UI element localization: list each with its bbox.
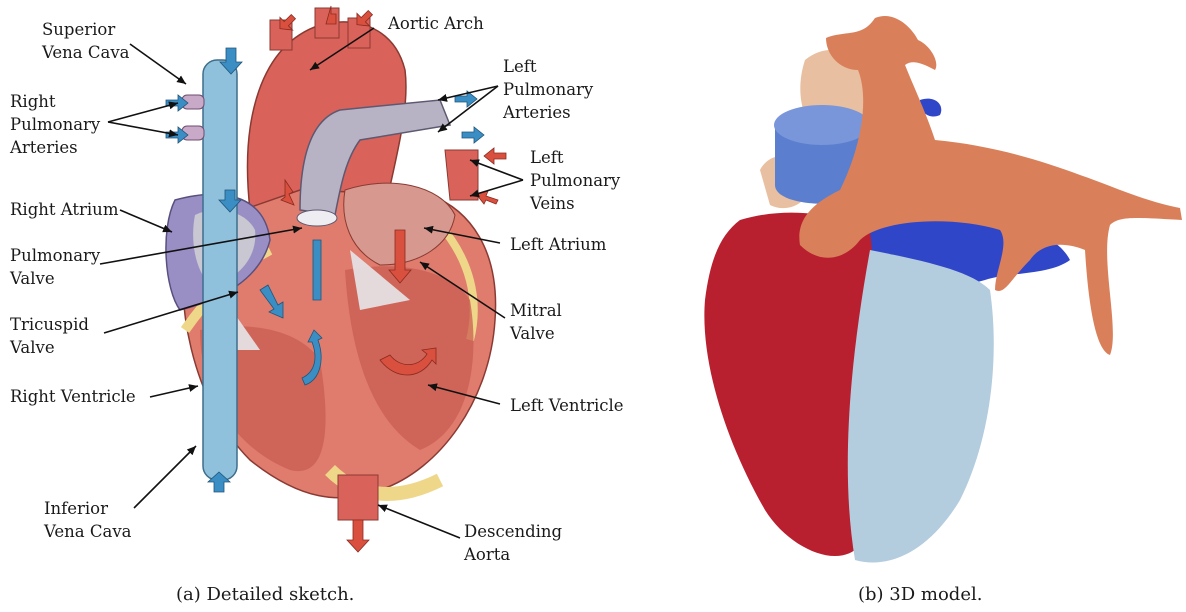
caption-a: (a) Detailed sketch. [176,584,354,605]
model-left-ventricle [848,250,994,563]
model-right-ventricle [704,213,874,556]
caption-b: (b) 3D model. [858,584,982,605]
